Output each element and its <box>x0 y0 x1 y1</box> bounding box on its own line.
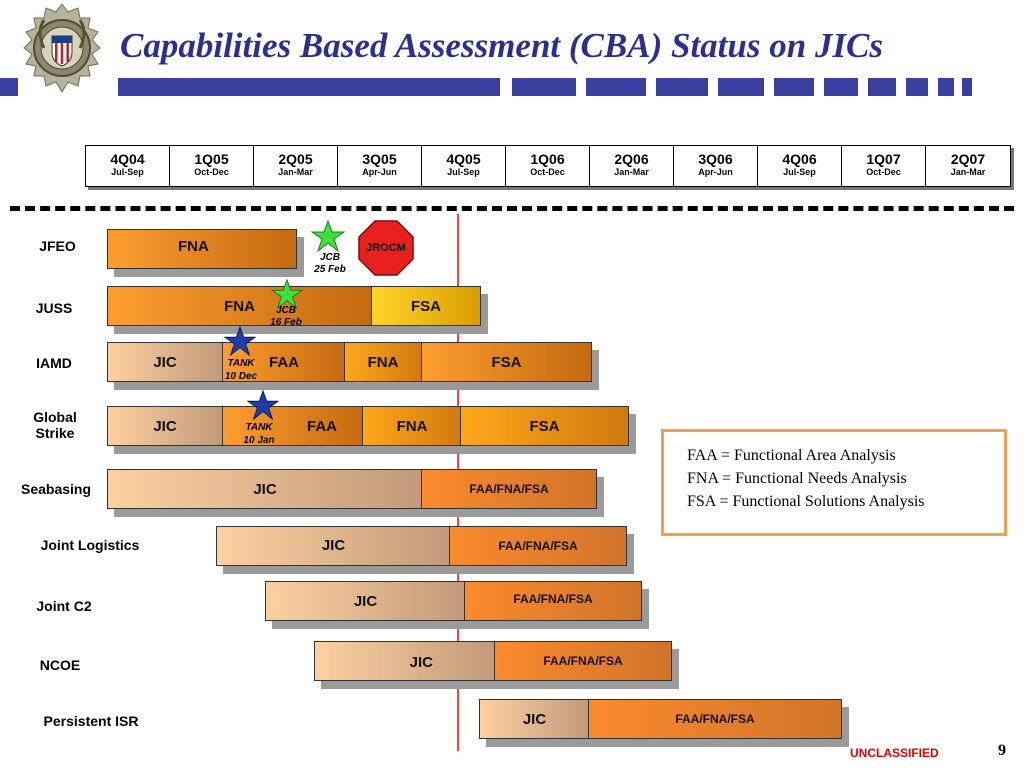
bar-fsa: FSA <box>460 406 629 446</box>
row-label-persistent-isr: Persistent ISR <box>43 713 139 729</box>
bar-jic: JIC <box>107 406 223 446</box>
bar-fna: FNA <box>107 286 372 326</box>
bar-fna: FNA <box>344 342 422 382</box>
legend-box: FAA = Functional Area Analysis FNA = Fun… <box>661 429 1007 536</box>
bar-fsa: FSA <box>371 286 481 326</box>
row-label-joint-c2: Joint C2 <box>36 598 92 614</box>
bar-jic: JIC <box>216 526 451 566</box>
joint-chiefs-seal-icon <box>23 3 101 93</box>
legend-item: FAA = Functional Area Analysis <box>687 447 896 464</box>
jrocm-label: JROCM <box>366 242 406 254</box>
blue-star-icon <box>224 326 256 356</box>
bar-fna: FNA <box>362 406 462 446</box>
milestone-date: 16 Feb <box>270 317 302 328</box>
classification-marking: UNCLASSIFIED <box>850 746 939 760</box>
divider-dashed-line <box>10 206 1014 211</box>
stop-octagon-icon <box>358 220 414 276</box>
milestone-date: 10 Jan <box>243 435 275 446</box>
bar-fna: FNA <box>107 229 297 269</box>
page-number: 9 <box>998 742 1006 759</box>
row-label-seabasing: Seabasing <box>20 481 92 497</box>
row-label-juss: JUSS <box>35 300 73 316</box>
bar-fsa: FSA <box>421 342 592 382</box>
bar-jic: JIC <box>479 699 590 739</box>
bar-faa-fna-fsa: FAA/FNA/FSA <box>588 699 842 739</box>
milestone-label: TANK <box>245 422 273 433</box>
legend-item: FNA = Functional Needs Analysis <box>687 470 907 487</box>
milestone-label: TANK <box>227 358 255 369</box>
bar-jic: JIC <box>107 469 423 509</box>
page-title: Capabilities Based Assessment (CBA) Stat… <box>120 26 884 65</box>
milestone-date: 10 Dec <box>224 371 258 382</box>
row-label-iamd: IAMD <box>36 355 72 371</box>
bar-faa: FAA <box>222 342 346 382</box>
milestone-label: JCB <box>275 305 296 316</box>
row-label-ncoe: NCOE <box>39 657 81 673</box>
bar-faa-fna-fsa: FAA/FNA/FSA <box>421 469 597 509</box>
bar-jic: JIC <box>107 342 223 382</box>
bar-jic: JIC <box>265 581 466 621</box>
milestone-date: 25 Feb <box>314 264 346 275</box>
milestone-label: JCB <box>319 252 340 263</box>
bar-jic: JIC <box>314 641 496 681</box>
row-label-jfeo: JFEO <box>39 238 76 254</box>
row-label-joint-logistics: Joint Logistics <box>40 537 140 553</box>
bar-faa-fna-fsa: FAA/FNA/FSA <box>494 641 672 681</box>
blue-star-icon <box>247 390 279 420</box>
bar-faa-fna-fsa: FAA/FNA/FSA <box>464 581 642 621</box>
bar-faa-fna-fsa: FAA/FNA/FSA <box>449 526 627 566</box>
green-star-icon <box>311 220 345 252</box>
legend-item: FSA = Functional Solutions Analysis <box>687 493 925 510</box>
green-star-icon <box>271 279 303 309</box>
header-stripe <box>0 78 972 96</box>
